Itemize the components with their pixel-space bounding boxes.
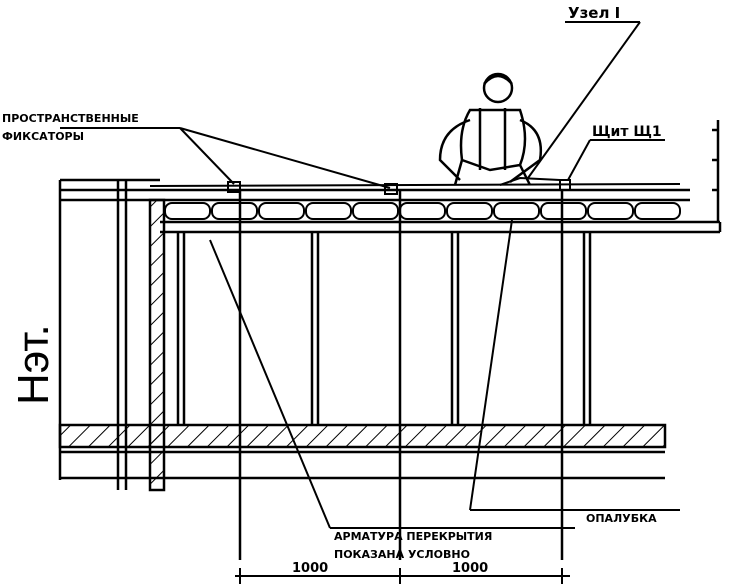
left-wall	[58, 178, 166, 492]
leader-lines	[60, 21, 680, 529]
shield-label: Щит Щ1	[592, 124, 662, 140]
edge-railing	[712, 120, 720, 222]
formwork-label: ОПАЛУБКА	[586, 512, 657, 525]
rebar-label-line1: АРМАТУРА ПЕРЕКРЫТИЯ	[334, 530, 492, 543]
dim-left-label: 1000	[292, 561, 328, 576]
formwork-props	[176, 190, 592, 560]
rebar-label-line2: ПОКАЗАНА УСЛОВНО	[334, 548, 470, 561]
slab-rebar-row	[164, 202, 681, 220]
top-reinforcement	[149, 176, 681, 195]
dimension-line	[235, 568, 570, 584]
worker-figure	[438, 72, 543, 186]
height-label: Нэт.	[9, 324, 58, 405]
dim-right-label: 1000	[452, 561, 488, 576]
node-label: Узел I	[568, 4, 620, 22]
fixators-label-line1: ПРОСТРАНСТВЕННЫЕ	[2, 112, 139, 125]
fixators-label-line2: ФИКСАТОРЫ	[2, 130, 84, 143]
lower-slab	[58, 423, 667, 480]
